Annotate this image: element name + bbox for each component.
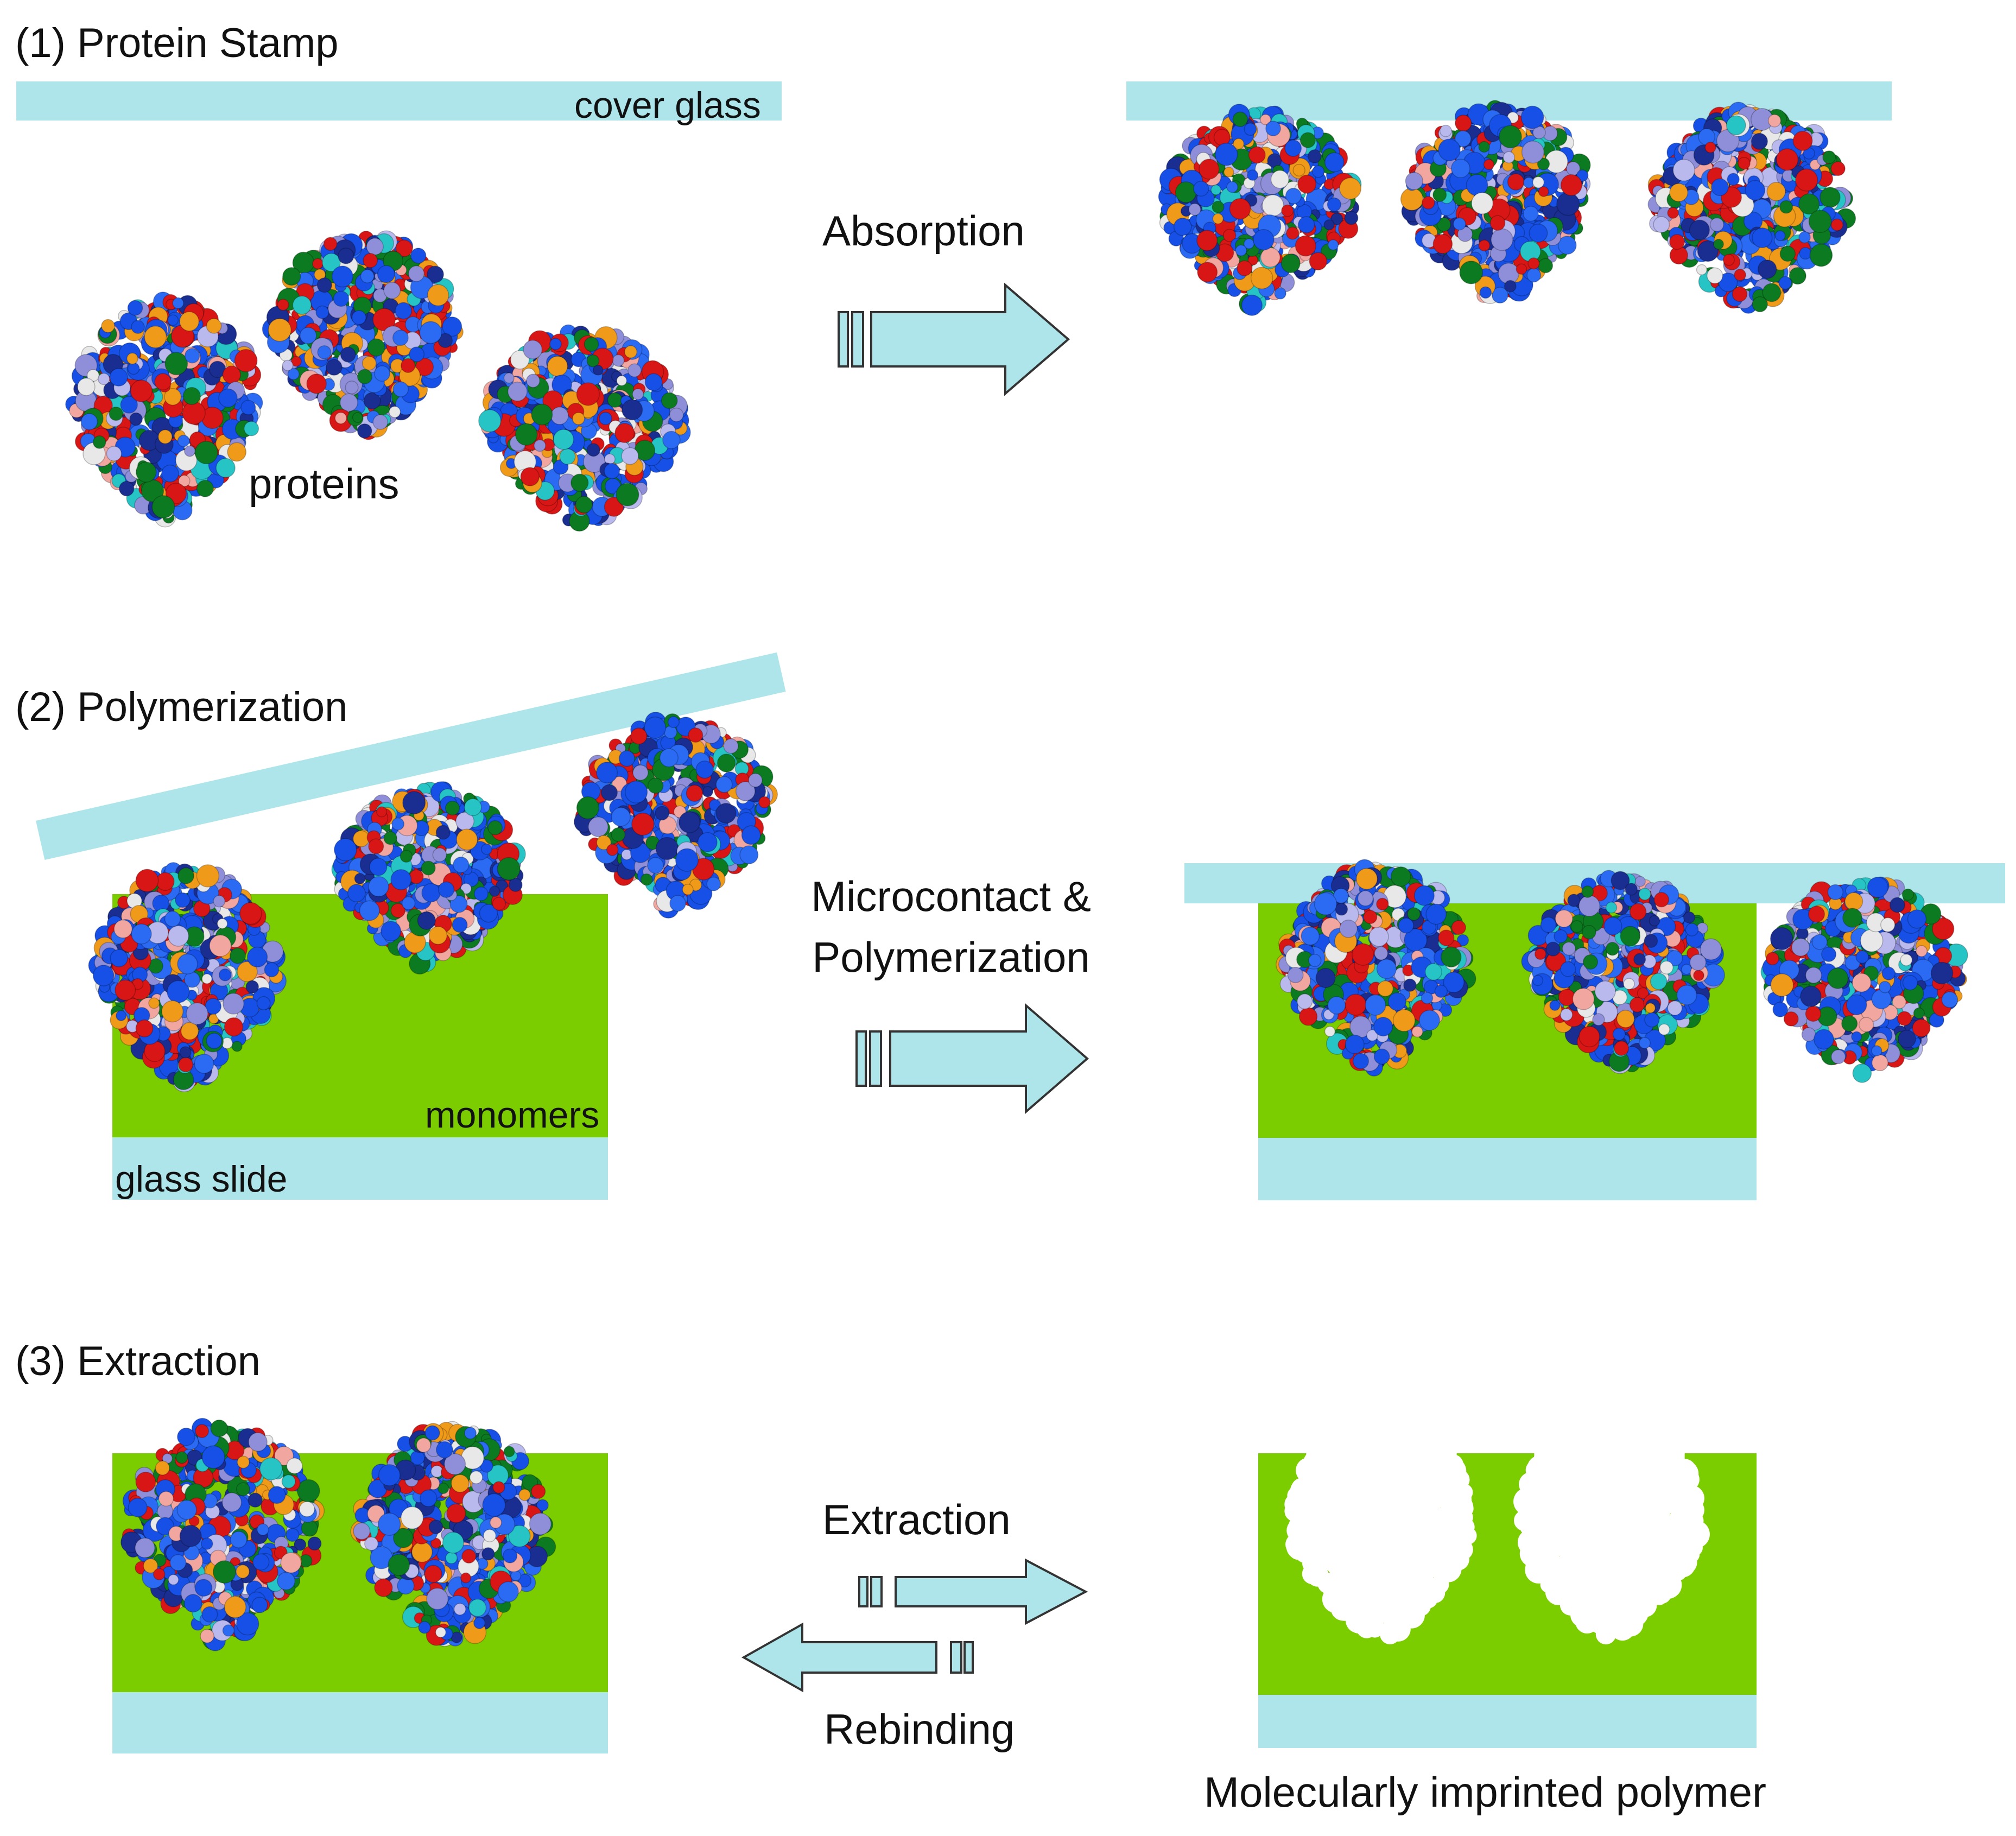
protein-molecule — [1760, 876, 1968, 1083]
protein-molecule — [573, 711, 778, 919]
protein-molecule — [1647, 102, 1856, 314]
imprint-cavity — [1284, 1441, 1477, 1644]
rebinding-arrow — [741, 1622, 974, 1693]
mip-label: Molecularly imprinted polymer — [1204, 1768, 1767, 1816]
monomers-label: monomers — [425, 1094, 600, 1136]
glass-slide-panel3-right — [1258, 1695, 1757, 1748]
protein-molecule — [88, 862, 287, 1093]
section-title-polymerization: (2) Polymerization — [15, 684, 348, 730]
glass-slide-panel2-right — [1258, 1138, 1757, 1200]
tilted-cover-glass — [35, 652, 786, 860]
extraction-label: Extraction — [822, 1496, 1011, 1543]
cover-glass-label: cover glass — [574, 85, 761, 126]
protein-molecule — [120, 1417, 325, 1651]
absorption-arrow — [838, 282, 1070, 396]
proteins-label: proteins — [249, 460, 400, 508]
protein-molecule — [65, 292, 263, 528]
imprint-cavities — [1284, 1441, 1710, 1645]
section-title-protein-stamp: (1) Protein Stamp — [15, 20, 339, 66]
protein-molecule — [262, 230, 464, 440]
imprint-cavity — [1513, 1442, 1710, 1645]
rebinding-label: Rebinding — [824, 1705, 1015, 1753]
absorption-label: Absorption — [822, 207, 1025, 255]
extraction-arrow — [858, 1558, 1088, 1625]
glass-slide-label: glass slide — [115, 1158, 288, 1200]
glass-slide-panel3-left — [112, 1692, 608, 1753]
microcontact-arrow — [855, 1003, 1089, 1115]
protein-molecule — [331, 781, 526, 975]
protein-molecule — [1276, 859, 1476, 1077]
protein-molecule — [478, 324, 691, 532]
protein-molecule — [1521, 870, 1725, 1074]
protein-molecule — [1400, 100, 1591, 304]
proteins-layer — [65, 100, 1968, 1651]
protein-molecule — [1158, 104, 1362, 316]
microcontact-label-line1: Microcontact & — [811, 872, 1091, 920]
cover-glass-panel1-left — [16, 81, 782, 121]
protein-molecule — [350, 1421, 556, 1647]
glass-slide-panel2-left — [112, 1137, 608, 1200]
section-title-extraction: (3) Extraction — [15, 1338, 261, 1384]
microcontact-label-line2: Polymerization — [812, 933, 1090, 981]
